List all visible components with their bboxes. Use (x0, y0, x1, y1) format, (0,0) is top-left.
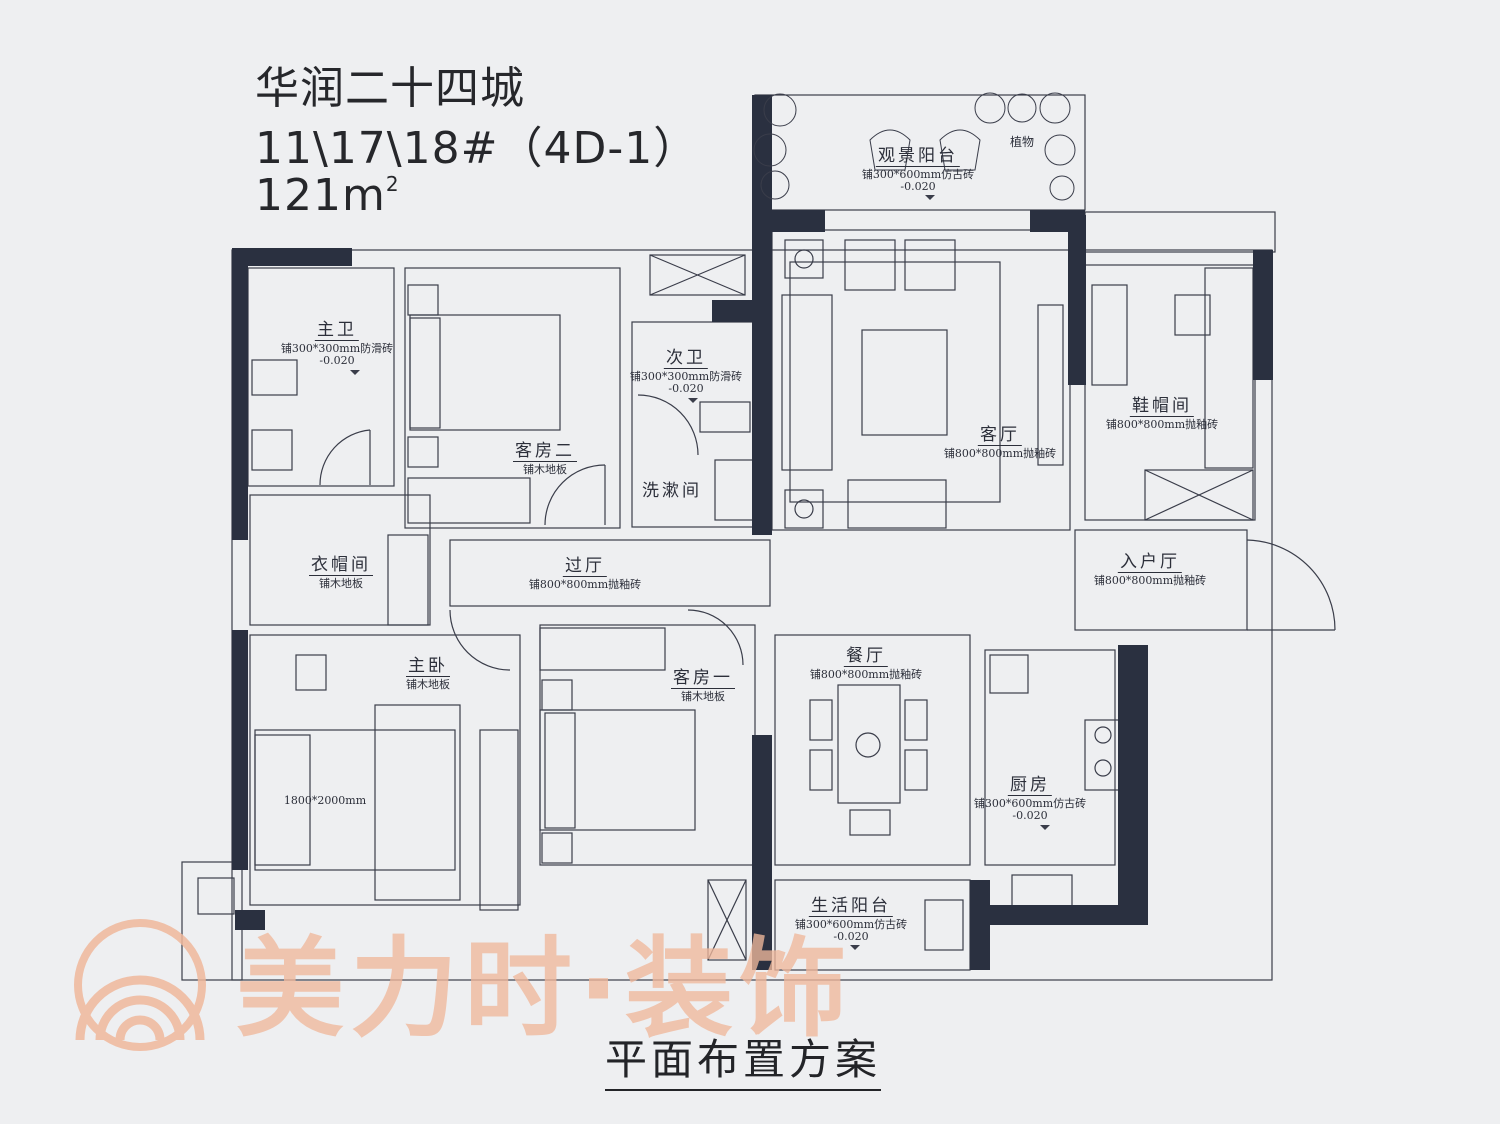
room-spec: 铺木地板 (523, 463, 567, 476)
room-name: 主卫 (314, 320, 359, 341)
scheme-title: 平面布置方案 (605, 1026, 882, 1091)
room-guest2: 客房二 铺木地板 (513, 443, 577, 475)
room-name: 次卫 (663, 348, 708, 369)
room-living: 客厅 铺800*800mm抛釉砖 (943, 425, 1057, 460)
room-level: -0.020 (833, 930, 869, 943)
hall-outline (449, 539, 771, 607)
room-name: 衣帽间 (309, 555, 373, 576)
room-name: 过厅 (562, 556, 607, 577)
room-name: 洗漱间 (642, 481, 702, 501)
room-view-balcony: 观景阳台 铺300*600mm仿古砖 -0.020 (861, 146, 975, 193)
room-guest1: 客房一 铺木地板 (671, 670, 735, 702)
room-name: 客房二 (513, 441, 577, 462)
room-spec: 铺木地板 (319, 577, 363, 590)
area-unit-superscript: 2 (385, 172, 400, 196)
master-bath-outline (247, 267, 395, 487)
room-kitchen: 厨房 铺300*600mm仿古砖 -0.020 (973, 775, 1087, 822)
living-outline (771, 229, 1071, 531)
room-shoe: 鞋帽间 铺800*800mm抛釉砖 (1105, 396, 1219, 431)
walls (232, 95, 1273, 970)
room-level: -0.020 (319, 354, 355, 367)
room-dining: 餐厅 铺800*800mm抛釉砖 (809, 646, 923, 681)
guest1-outline (539, 624, 756, 866)
room-wash: 洗漱间 (640, 483, 704, 501)
watermark-logo-icon (74, 919, 206, 1051)
plants-label: 植物 (1010, 135, 1035, 149)
room-name: 入户厅 (1117, 552, 1182, 573)
room-name: 观景阳台 (875, 146, 960, 167)
unit-area: 121m2 (255, 170, 400, 221)
room-name: 主卧 (406, 656, 450, 677)
room-spec: 铺300*300mm防滑砖 (280, 342, 394, 355)
room-spec: 铺800*800mm抛釉砖 (809, 668, 923, 681)
room-name: 客房一 (671, 668, 735, 689)
room-level: -0.020 (900, 180, 936, 193)
room-closet: 衣帽间 铺木地板 (309, 557, 373, 589)
room-name: 鞋帽间 (1129, 396, 1194, 417)
room-spec: 铺300*600mm仿古砖 (861, 168, 975, 181)
room-level: -0.020 (668, 382, 704, 395)
room-name: 生活阳台 (808, 896, 893, 917)
room-service-balcony: 生活阳台 铺300*600mm仿古砖 -0.020 (794, 896, 908, 943)
room-spec: 铺300*600mm仿古砖 (794, 918, 908, 931)
room-name: 餐厅 (843, 646, 888, 667)
closet-outline (249, 494, 431, 626)
room-second-bath: 次卫 铺300*300mm防滑砖 -0.020 (629, 348, 743, 395)
kitchen-outline (984, 649, 1116, 866)
room-level: -0.020 (1012, 809, 1048, 822)
guest2-outline (404, 267, 621, 529)
room-spec: 铺300*300mm防滑砖 (629, 370, 743, 383)
room-spec: 铺300*600mm仿古砖 (973, 797, 1087, 810)
room-spec: 铺800*800mm抛釉砖 (1105, 418, 1219, 431)
room-spec: 铺800*800mm抛釉砖 (943, 447, 1057, 460)
room-spec: 铺木地板 (406, 678, 450, 691)
room-entry: 入户厅 铺800*800mm抛釉砖 (1093, 552, 1207, 587)
room-name: 客厅 (977, 425, 1022, 446)
area-value: 121m (255, 170, 386, 221)
room-hall: 过厅 铺800*800mm抛釉砖 (528, 556, 642, 591)
bed-size-label: 1800*2000mm (283, 794, 367, 807)
room-spec: 铺木地板 (681, 690, 725, 703)
master-outline (249, 634, 521, 906)
project-title: 华润二十四城 (255, 63, 525, 114)
room-master-bedroom: 主卧 铺木地板 (406, 658, 450, 690)
room-spec: 铺800*800mm抛釉砖 (528, 578, 642, 591)
room-master-bath: 主卫 铺300*300mm防滑砖 -0.020 (280, 320, 394, 367)
dining-outline (774, 634, 971, 866)
watermark-text: 美力时·装饰 (236, 927, 854, 1052)
unit-number: 11\17\18#（4D-1） (255, 123, 699, 174)
room-spec: 铺800*800mm抛釉砖 (1093, 574, 1207, 587)
room-name: 厨房 (1007, 775, 1052, 796)
watermark: 美力时·装饰 (66, 915, 853, 1052)
